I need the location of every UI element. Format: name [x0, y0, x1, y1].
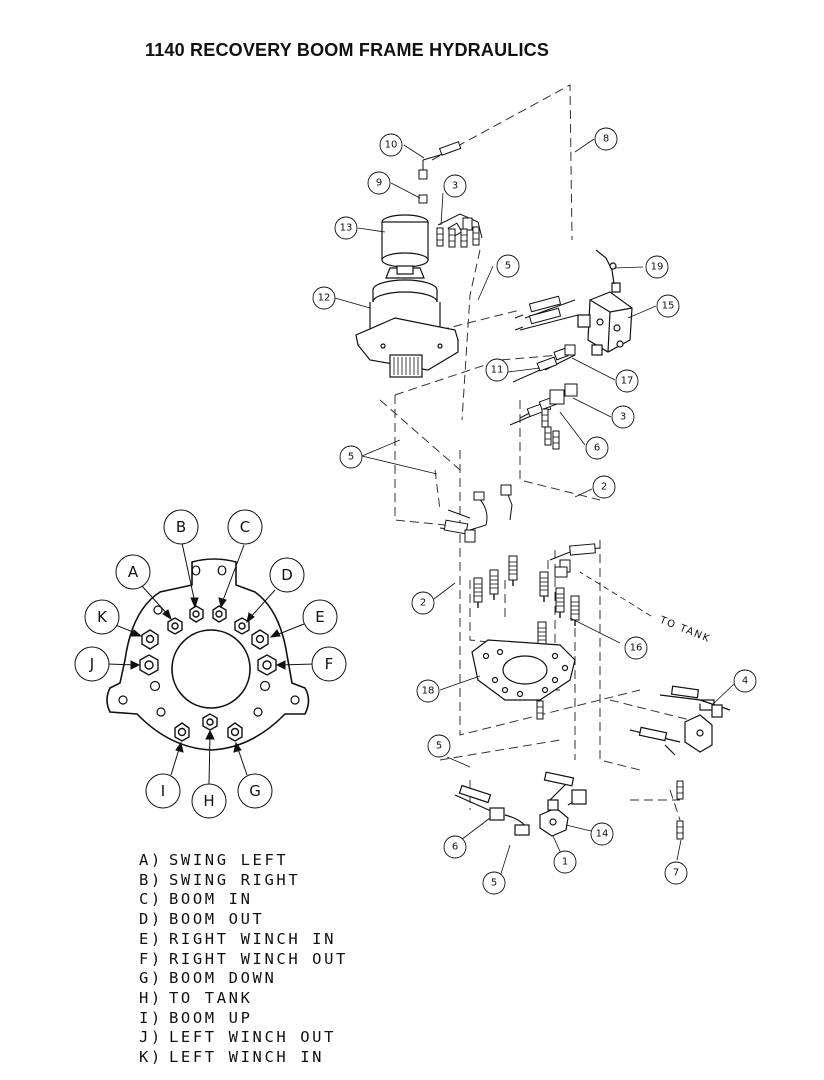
port-nut-e — [251, 629, 269, 650]
port-nut-g — [227, 722, 243, 742]
callout-2: 2 — [601, 482, 607, 493]
middle-hoses — [439, 484, 601, 653]
port-nut-d — [234, 617, 250, 635]
callout-11: 11 — [491, 365, 504, 376]
callout-6: 6 — [594, 443, 600, 454]
legend-item-i: I)BOOM UP — [139, 1008, 253, 1027]
callout-10: 10 — [385, 140, 398, 151]
callout-5: 5 — [491, 878, 497, 889]
callout-numbers: 10 9 3 13 12 8 19 15 5 11 17 3 6 5 2 2 1… — [318, 134, 749, 889]
port-nut-k — [141, 629, 159, 650]
port-nut-b — [189, 605, 204, 623]
valve-4 — [629, 685, 731, 840]
port-label-f: F — [325, 655, 334, 673]
port-label-e: E — [315, 608, 324, 626]
callout-4: 4 — [742, 676, 748, 687]
callout-1: 1 — [562, 857, 568, 868]
swing-motor-assembly — [355, 214, 459, 378]
legend-item-f: F)RIGHT WINCH OUT — [139, 949, 348, 968]
callout-17: 17 — [621, 376, 634, 387]
port-ring-diagram: O O — [74, 509, 347, 819]
callout-2: 2 — [420, 598, 426, 609]
callout-12: 12 — [318, 293, 331, 304]
callout-14: 14 — [596, 829, 609, 840]
port-label-a: A — [128, 563, 139, 581]
legend-item-h: H)TO TANK — [139, 988, 253, 1007]
port-nut-j — [139, 654, 159, 676]
dashed-routing-lines — [379, 84, 691, 821]
port-label-k: K — [97, 608, 108, 626]
port-label-j: J — [89, 655, 94, 673]
callout-19: 19 — [651, 262, 664, 273]
port-label-c: C — [240, 518, 250, 536]
callout-18: 18 — [422, 686, 435, 697]
port-legend: A)SWING LEFT B)SWING RIGHT C)BOOM IN D)B… — [139, 851, 348, 1068]
legend-item-c: C)BOOM IN — [139, 890, 253, 909]
port-label-h: H — [203, 792, 214, 810]
center-bore — [171, 629, 251, 709]
port-label-i: I — [161, 782, 165, 800]
port-label-b: B — [176, 518, 186, 536]
valve-block-15 — [577, 249, 633, 356]
callout-5: 5 — [436, 741, 442, 752]
callout-9: 9 — [376, 178, 382, 189]
callout-3: 3 — [620, 412, 626, 423]
port-label-d: D — [281, 566, 293, 584]
port-nut-a — [167, 617, 183, 635]
port-nut-i — [174, 722, 190, 742]
legend-item-g: G)BOOM DOWN — [139, 969, 277, 988]
callout-8: 8 — [603, 134, 609, 145]
port-nuts — [139, 605, 277, 742]
legend-item-a: A)SWING LEFT — [139, 851, 289, 869]
ring-mark-o2: O — [217, 565, 227, 580]
port-nut-c — [212, 605, 227, 623]
callout-6: 6 — [452, 842, 458, 853]
legend-item-e: E)RIGHT WINCH IN — [139, 929, 337, 948]
callout-16: 16 — [630, 643, 643, 654]
port-nut-h — [202, 713, 218, 731]
legend-item-b: B)SWING RIGHT — [139, 870, 301, 889]
port-label-g: G — [249, 782, 261, 800]
port-nut-f — [257, 654, 277, 676]
page-title: 1140 RECOVERY BOOM FRAME HYDRAULICS — [145, 40, 550, 60]
legend-item-d: D)BOOM OUT — [139, 910, 265, 929]
callout-bubbles — [312, 127, 757, 895]
to-tank-label: TO TANK — [657, 614, 712, 645]
callout-13: 13 — [340, 223, 353, 234]
ring-mark-o1: O — [191, 565, 201, 580]
valve-14 — [454, 771, 587, 837]
callout-3: 3 — [452, 181, 458, 192]
motor-fittings — [418, 141, 483, 248]
port-letter-bubbles — [74, 509, 347, 819]
legend-item-k: K)LEFT WINCH IN — [139, 1048, 325, 1067]
manifold-plate-18 — [471, 639, 576, 720]
callout-7: 7 — [673, 868, 679, 879]
valve-hoses — [509, 295, 579, 450]
callout-5: 5 — [348, 452, 354, 463]
port-arrows — [107, 542, 315, 786]
callout-15: 15 — [662, 301, 675, 312]
legend-item-j: J)LEFT WINCH OUT — [139, 1028, 337, 1047]
callout-5: 5 — [505, 261, 511, 272]
